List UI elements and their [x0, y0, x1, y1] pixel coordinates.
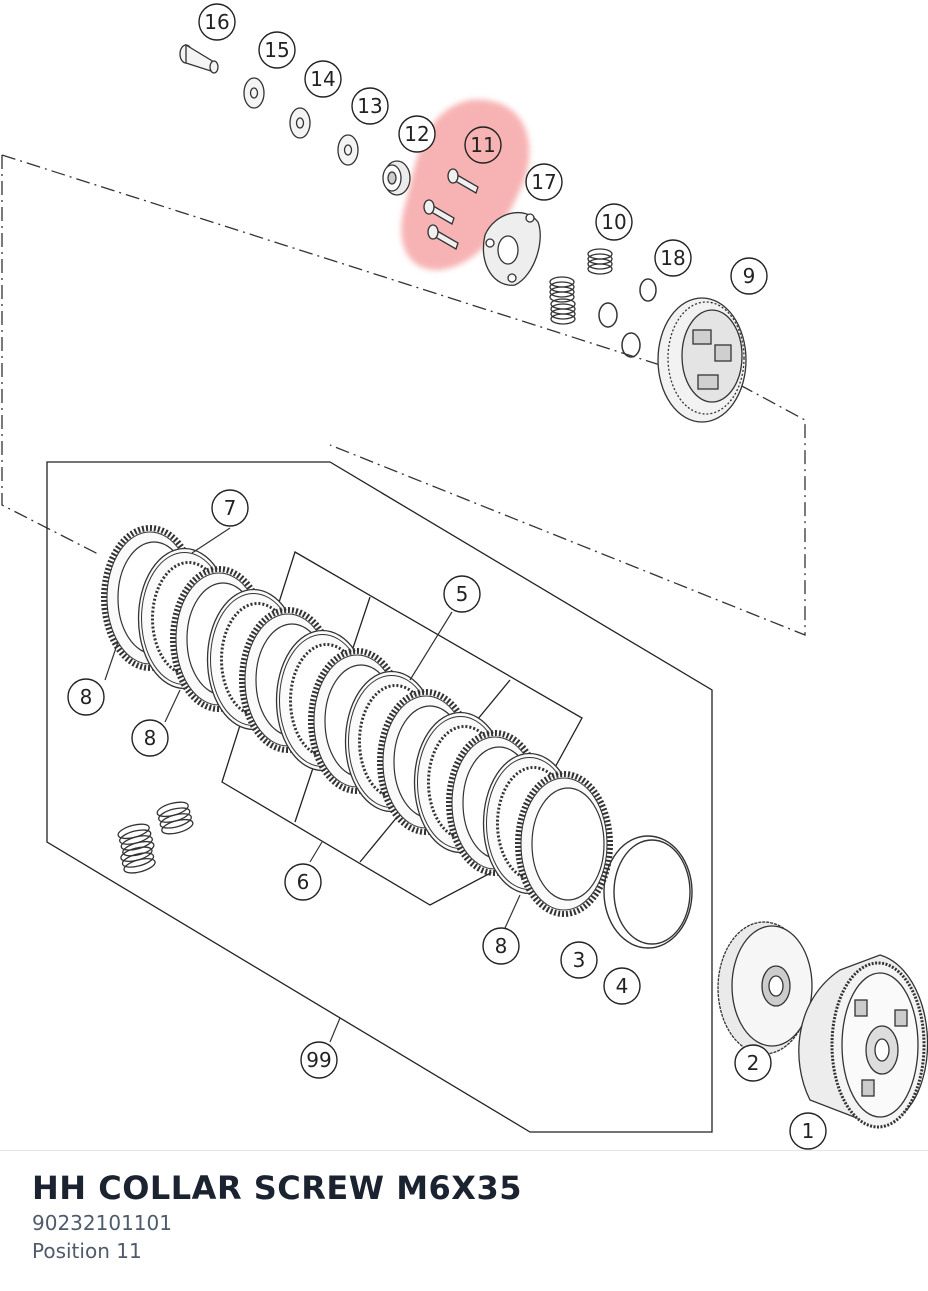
- callout-label: 8: [80, 685, 93, 709]
- part-position: Position 11: [32, 1239, 142, 1263]
- callout-label: 1: [802, 1119, 815, 1143]
- callout-18[interactable]: 18: [654, 239, 692, 277]
- part-16-pin: [179, 43, 219, 74]
- callout-8[interactable]: 8: [131, 719, 169, 757]
- spare-springs: [117, 801, 194, 874]
- part-17-plate: [482, 212, 541, 286]
- part-2-inner-hub: [717, 921, 813, 1055]
- part-9-pressure-plate: [657, 297, 747, 423]
- callout-label: 6: [297, 870, 310, 894]
- part-18-rings: [598, 278, 657, 358]
- callout-16[interactable]: 16: [198, 3, 236, 41]
- callout-6[interactable]: 6: [284, 863, 322, 901]
- callout-label: 5: [456, 582, 469, 606]
- callout-99[interactable]: 99: [300, 1041, 338, 1079]
- leader-lines: [104, 527, 521, 1043]
- callout-8[interactable]: 8: [67, 678, 105, 716]
- callout-label: 8: [144, 726, 157, 750]
- callout-label: 7: [224, 496, 237, 520]
- exploded-parts-diagram: 16 15 14 13 12 11 17 10 18 9 7 5 8 8 6 8 3 4 2 99 1: [1, 3, 928, 1150]
- washers: [243, 77, 359, 166]
- callout-labels: 16 15 14 13 12 11 17 10 18 9 7 5 8 8 6 8 3 4 2 99 1: [67, 3, 827, 1150]
- callout-label: 9: [743, 264, 756, 288]
- callout-label: 4: [616, 974, 629, 998]
- callout-3[interactable]: 3: [560, 941, 598, 979]
- callout-17[interactable]: 17: [525, 163, 563, 201]
- callout-label: 99: [306, 1048, 331, 1072]
- friction-plate: [515, 771, 613, 917]
- callout-label: 2: [747, 1051, 760, 1075]
- callout-13[interactable]: 13: [351, 87, 389, 125]
- callout-10[interactable]: 10: [595, 203, 633, 241]
- part-1-outer-basket: [798, 954, 928, 1129]
- part-3-4-ring: [603, 835, 693, 949]
- callout-11[interactable]: 11: [464, 126, 502, 164]
- callout-5[interactable]: 5: [443, 575, 481, 613]
- callout-label: 15: [264, 38, 289, 62]
- callout-label: 14: [310, 67, 335, 91]
- part-number: 90232101101: [32, 1211, 172, 1235]
- part-11-screws: [423, 168, 479, 250]
- upper-assembly-outline: [1, 154, 806, 636]
- callout-9[interactable]: 9: [730, 257, 768, 295]
- callout-label: 18: [660, 246, 685, 270]
- part-12-bearing: [382, 160, 411, 196]
- callout-12[interactable]: 12: [398, 115, 436, 153]
- part-info-panel: HH COLLAR SCREW M6X35 90232101101 Positi…: [0, 1150, 928, 1291]
- part-10-springs: [549, 248, 613, 325]
- clutch-plates: [101, 525, 613, 917]
- callout-15[interactable]: 15: [258, 31, 296, 69]
- callout-4[interactable]: 4: [603, 967, 641, 1005]
- callout-label: 8: [495, 934, 508, 958]
- callout-label: 16: [204, 10, 229, 34]
- callout-14[interactable]: 14: [304, 60, 342, 98]
- callout-label: 3: [573, 948, 586, 972]
- callout-label: 11: [470, 133, 495, 157]
- callout-label: 10: [601, 210, 626, 234]
- callout-label: 17: [531, 170, 556, 194]
- callout-7[interactable]: 7: [211, 489, 249, 527]
- part-title: HH COLLAR SCREW M6X35: [32, 1169, 522, 1207]
- callout-1[interactable]: 1: [789, 1112, 827, 1150]
- callout-8[interactable]: 8: [482, 927, 520, 965]
- callout-label: 12: [404, 122, 429, 146]
- callout-label: 13: [357, 94, 382, 118]
- callout-2[interactable]: 2: [734, 1044, 772, 1082]
